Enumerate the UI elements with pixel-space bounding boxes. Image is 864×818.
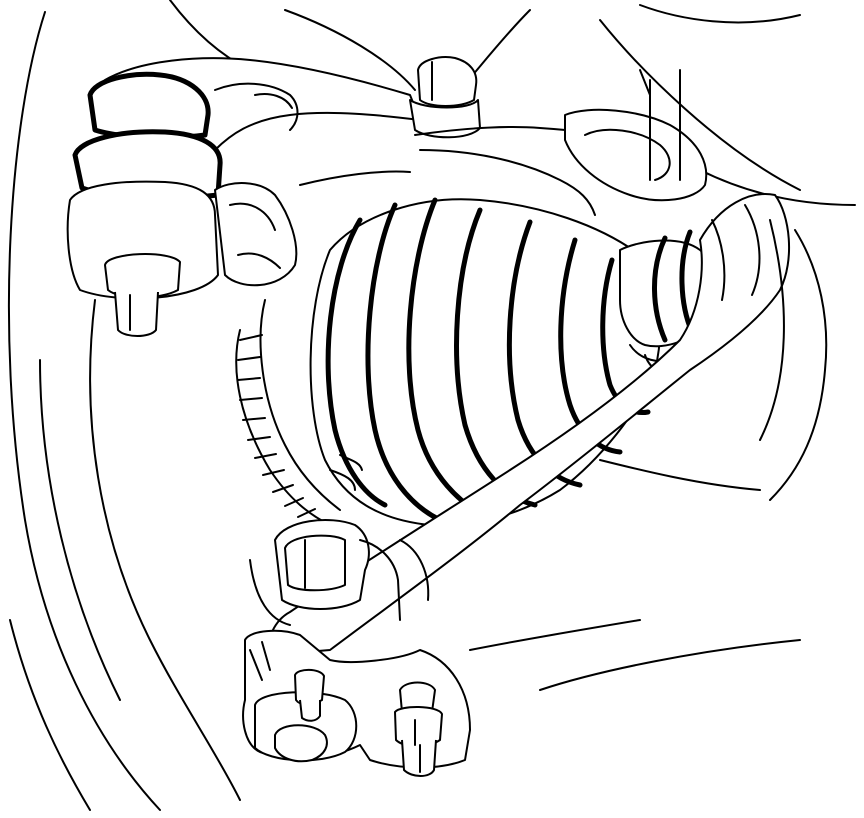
ball-joint-assembly (242, 629, 471, 777)
wheel-outline-arcs (7, 11, 241, 811)
knuckle-housing (299, 69, 708, 216)
tie-rod-end (66, 57, 421, 337)
upper-bolt (409, 56, 481, 139)
lower-knuckle-bolt (249, 519, 430, 626)
abs-tone-ring (235, 299, 341, 526)
